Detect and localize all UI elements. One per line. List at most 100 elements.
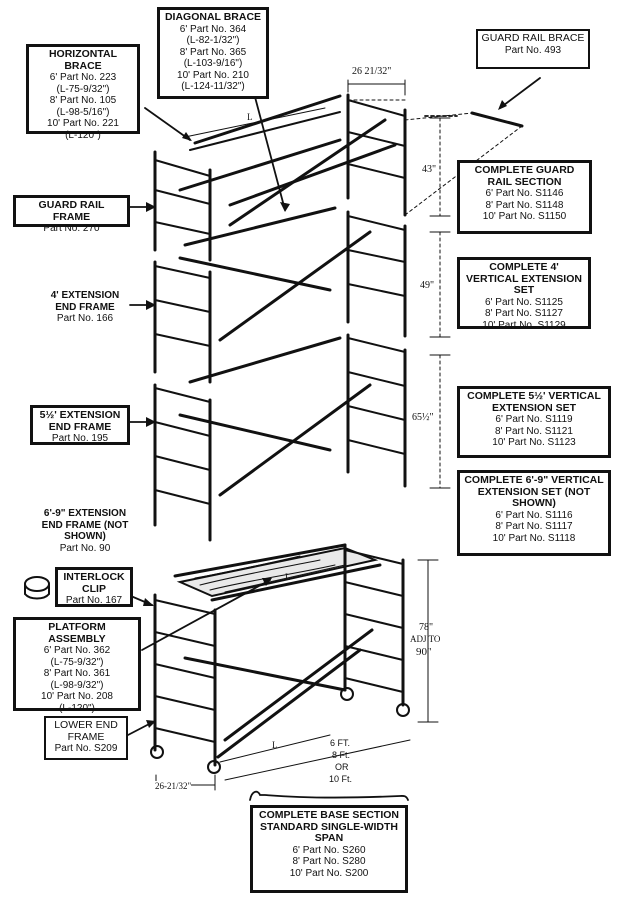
extension-4ft-frame-label: 4' EXTENSION END FRAME Part No. 166: [40, 290, 130, 325]
dim-length-top: L: [247, 112, 253, 122]
callout-title: COMPLETE BASE SECTION STANDARD SINGLE-WI…: [258, 809, 399, 844]
callout-title: 5½' EXTENSION END FRAME: [39, 409, 121, 433]
complete-base-callout: COMPLETE BASE SECTION STANDARD SINGLE-WI…: [250, 805, 408, 893]
callout-title: COMPLETE 4' VERTICAL EXTENSION SET: [466, 261, 582, 296]
label-line: Part No. 90: [59, 542, 111, 554]
dim-guard-height: 43": [422, 164, 437, 175]
callout-line: (L-98-9/32"): [50, 679, 104, 691]
callout-line: 10' Part No. 208: [41, 691, 113, 702]
interlock-clip-callout: INTERLOCK CLIP Part No. 167: [55, 567, 133, 607]
platform-assembly-callout: PLATFORM ASSEMBLY 6' Part No. 362 (L-75-…: [13, 617, 141, 714]
callout-title: PLATFORM ASSEMBLY: [48, 621, 106, 645]
horizontal-brace-callout: HORIZONTAL BRACE 6' Part No. 223 (L-75-9…: [26, 44, 140, 141]
dim-width-top: 26 21/32": [352, 66, 392, 77]
diagonal-brace-callout: DIAGONAL BRACE 6' Part No. 364 (L-82-1/3…: [157, 7, 269, 99]
extension-69-frame-label: 6'-9" EXTENSION END FRAME (NOT SHOWN) Pa…: [35, 508, 135, 554]
callout-line: (L-124-11/32"): [181, 81, 245, 92]
label-title: 4' EXTENSION END FRAME: [50, 290, 120, 313]
callout-line: 6' Part No. 362: [43, 645, 111, 656]
callout-line: 8' Part No. S280: [292, 856, 366, 867]
lower-end-frame-right: [340, 543, 410, 717]
guard-rail-frame-callout: GUARD RAIL FRAME Part No. 270: [13, 195, 130, 234]
callout-title: DIAGONAL BRACE: [164, 11, 262, 23]
extension-5ft-frame-callout: 5½' EXTENSION END FRAME Part No. 195: [30, 405, 130, 445]
arrow-heads: [143, 100, 507, 728]
callout-title: COMPLETE 6'-9" VERTICAL EXTENSION SET (N…: [464, 474, 604, 509]
dim-ext5-height: 65½": [412, 412, 434, 423]
callout-line: Part No. 167: [65, 595, 123, 606]
callout-title: HORIZONTAL BRACE: [48, 48, 118, 72]
callout-line: 10' Part No. 210: [177, 69, 249, 81]
dim-base-height-c: 90": [416, 646, 432, 658]
callout-line: 6' Part No. S1116: [495, 509, 573, 521]
callout-line: 10' Part No. S1118: [492, 532, 576, 544]
extension-4ft-braces: [178, 230, 372, 384]
dim-span-d: 10 Ft.: [329, 774, 353, 784]
callout-line: 6' Part No. S260: [292, 844, 366, 856]
callout-line: (L-82-1/32"): [186, 35, 240, 46]
lower-end-frame-left: [150, 593, 221, 774]
platform: [173, 543, 382, 602]
extension-frame-5ft-left: [153, 383, 212, 542]
callout-line: 8' Part No. S1117: [495, 521, 573, 532]
callout-line: Part No. 493: [504, 44, 562, 56]
label-title: 6'-9" EXTENSION END FRAME (NOT SHOWN): [41, 508, 129, 542]
callout-line: (L-75-9/32"): [56, 83, 110, 95]
lower-end-frame-callout: LOWER END FRAME Part No. S209: [44, 716, 128, 760]
dim-base-height-a: 78": [419, 622, 434, 633]
interlock-clip-icon: [24, 576, 50, 600]
guard-rail-braces: [178, 94, 524, 247]
callout-line: (L-120"): [65, 129, 101, 141]
callout-line: 10' Part No. S200: [289, 867, 369, 879]
complete-4ft-set-callout: COMPLETE 4' VERTICAL EXTENSION SET 6' Pa…: [457, 257, 591, 331]
guard-rail-brace-callout: GUARD RAIL BRACE Part No. 493: [476, 29, 590, 69]
dim-base-height-b: ADJ TO: [410, 634, 441, 644]
dim-length-base: L: [272, 740, 278, 750]
extension-frame-4ft-right: [346, 210, 407, 338]
guard-rail-frame-left: [153, 150, 212, 262]
callout-title: INTERLOCK CLIP: [63, 571, 125, 595]
dim-span-c: OR: [335, 762, 349, 772]
callout-line: 6' Part No. S1125: [485, 296, 563, 308]
complete-69-set-callout: COMPLETE 6'-9" VERTICAL EXTENSION SET (N…: [457, 470, 611, 556]
callout-line: 10' Part No. S1129: [482, 319, 566, 331]
callout-title: COMPLETE GUARD RAIL SECTION: [474, 164, 575, 188]
callout-line: Part No. 270: [43, 223, 100, 234]
callout-line: (L-75-9/32"): [50, 656, 104, 668]
callout-line: 6' Part No. 364: [179, 23, 247, 35]
callout-line: Part No. 195: [51, 433, 109, 444]
callout-line: 6' Part No. 223: [49, 72, 117, 83]
leader-lines: [104, 77, 541, 801]
callout-line: Part No. S209: [54, 743, 118, 754]
callout-line: 10' Part No. S1123: [492, 437, 576, 448]
callout-line: 10' Part No. 221: [47, 118, 119, 129]
callout-title: COMPLETE 5½' VERTICAL EXTENSION SET: [467, 390, 601, 414]
callout-line: 6' Part No. S1146: [485, 188, 564, 199]
extension-frame-5ft-right: [346, 333, 407, 488]
callout-line: 8' Part No. S1121: [495, 425, 573, 437]
guard-rail-frame-right: [346, 93, 407, 217]
callout-line: (L-98-5/16"): [56, 106, 110, 118]
callout-line: 10' Part No. S1150: [482, 211, 567, 222]
dimension-lines: [155, 79, 451, 791]
callout-line: (L-120"): [59, 702, 95, 714]
callout-title: GUARD RAIL BRACE: [481, 32, 585, 44]
dim-ext4-height: 49": [420, 280, 435, 291]
extension-frame-4ft-left: [153, 260, 212, 384]
dim-span-a: 6 FT.: [330, 738, 351, 748]
callout-line: 8' Part No. 365: [179, 46, 247, 58]
dim-span-b: 8 Ft.: [332, 750, 351, 760]
label-line: Part No. 166: [56, 313, 114, 324]
complete-5ft-set-callout: COMPLETE 5½' VERTICAL EXTENSION SET 6' P…: [457, 386, 611, 458]
callout-line: (L-103-9/16"): [183, 58, 243, 69]
base-braces: [183, 628, 374, 759]
extension-5ft-braces: [178, 383, 372, 497]
callout-line: 6' Part No. S1119: [495, 414, 573, 425]
callout-line: 8' Part No. 105: [49, 95, 117, 106]
callout-line: 8' Part No. S1148: [485, 199, 564, 211]
complete-guard-rail-callout: COMPLETE GUARD RAIL SECTION 6' Part No. …: [457, 160, 592, 234]
callout-line: 8' Part No. S1127: [485, 308, 563, 319]
callout-title: GUARD RAIL FRAME: [38, 199, 105, 223]
